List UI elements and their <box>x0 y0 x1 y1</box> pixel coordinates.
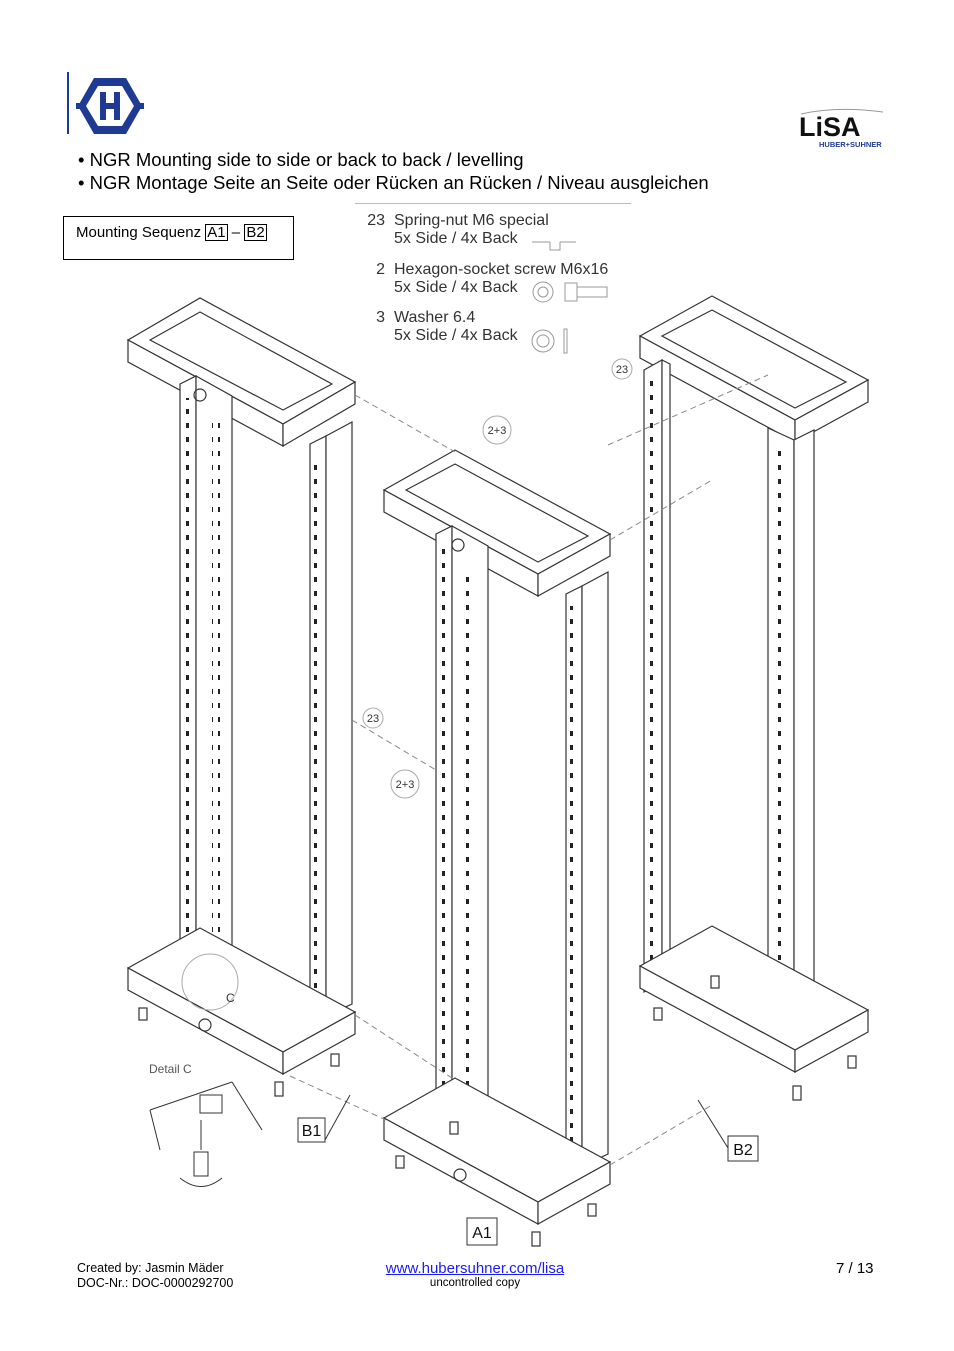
lisa-logo-text: LiSA <box>799 112 861 142</box>
label-b2-text: B2 <box>733 1142 753 1159</box>
footer-link[interactable]: www.hubersuhner.com/lisa <box>385 1260 565 1277</box>
callout-2-3-mid-text: 2+3 <box>396 779 415 791</box>
legend-num: 23 <box>367 212 385 229</box>
legend-qty: 5x Side / 4x Back <box>394 327 518 344</box>
label-a1: A1 <box>466 1217 498 1246</box>
sequence-dash: – <box>231 224 241 241</box>
legend-name: Spring-nut M6 special <box>394 212 549 229</box>
lisa-logo: LiSA HUBER+SUHNER <box>797 108 885 150</box>
sequence-end: B2 <box>244 224 267 241</box>
intro-bullets: • NGR Mounting side to side or back to b… <box>78 148 709 194</box>
legend-num: 3 <box>376 309 385 326</box>
legend-item-washer: 3 Washer 6.4 5x Side / 4x Back <box>355 309 518 345</box>
rack-b1-feet <box>138 1007 340 1097</box>
huber-suhner-logo <box>67 72 144 134</box>
footer-doc-nr: DOC-Nr.: DOC-0000292700 <box>77 1276 234 1290</box>
legend-item-spring-nut: 23 Spring-nut M6 special 5x Side / 4x Bac… <box>355 212 549 248</box>
legend-name: Washer 6.4 <box>394 309 476 326</box>
footer-note: uncontrolled copy <box>429 1277 521 1289</box>
hex-screw-icon <box>532 281 608 303</box>
legend-item-hex-screw: 2 Hexagon-socket screw M6x16 5x Side / 4x… <box>355 261 608 297</box>
page-number: 7 / 13 <box>836 1260 874 1277</box>
label-a1-text: A1 <box>472 1225 492 1242</box>
legend-name: Hexagon-socket screw M6x16 <box>394 261 609 278</box>
detail-c-title: Detail C <box>149 1062 192 1076</box>
mounting-sequence-box: Mounting Sequenz A1 – B2 <box>63 216 294 260</box>
legend-qty: 5x Side / 4x Back <box>394 279 518 296</box>
detail-c-marker: C <box>226 991 235 1005</box>
lisa-logo-subtext: HUBER+SUHNER <box>819 140 882 149</box>
callout-23-left: 23 <box>362 707 384 729</box>
sequence-label: Mounting Sequenz <box>76 224 202 241</box>
bullet-german: • NGR Montage Seite an Seite oder Rücken… <box>78 172 709 193</box>
rack-a1-feet <box>395 1121 597 1247</box>
footer-meta: Created by: Jasmin Mäder DOC-Nr.: DOC-00… <box>77 1261 233 1291</box>
legend-num: 2 <box>376 261 385 278</box>
label-b1: B1 <box>297 1094 351 1143</box>
footer-center: www.hubersuhner.com/lisa uncontrolled co… <box>330 1260 620 1289</box>
footer-created-by: Created by: Jasmin Mäder <box>77 1261 224 1275</box>
bullet-english: • NGR Mounting side to side or back to b… <box>78 149 524 170</box>
callout-23-left-text: 23 <box>367 713 379 725</box>
sequence-start: A1 <box>205 224 228 241</box>
label-b1-text: B1 <box>302 1123 322 1140</box>
label-b2: B2 <box>697 1099 759 1162</box>
rack-b2 <box>638 295 870 1101</box>
detail-c-view <box>149 953 263 1187</box>
spring-nut-icon <box>532 241 576 251</box>
legend-qty: 5x Side / 4x Back <box>394 230 518 247</box>
callout-2-3-mid: 2+3 <box>390 769 420 799</box>
callout-2-3-top-text: 2+3 <box>488 425 507 437</box>
callout-2-3-top: 2+3 <box>482 415 512 445</box>
callout-23-right-text: 23 <box>616 364 628 376</box>
rack-b2-feet <box>653 975 857 1101</box>
rack-a1 <box>382 449 612 1247</box>
assembly-guide-lines <box>289 374 769 1166</box>
washer-icon <box>531 328 568 354</box>
callout-23-right: 23 <box>611 358 633 380</box>
rack-b1 <box>126 297 357 1097</box>
